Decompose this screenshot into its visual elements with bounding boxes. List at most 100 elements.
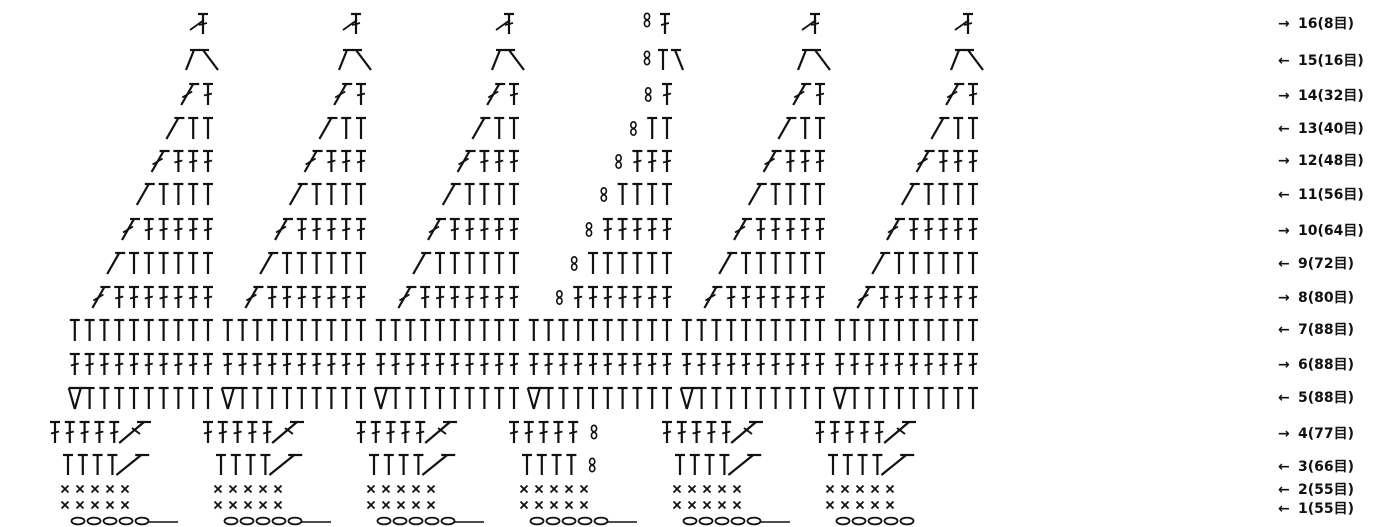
single-crochet-icon	[857, 486, 864, 493]
double-crochet-icon	[924, 320, 934, 341]
front-post-double-crochet-icon	[864, 354, 874, 375]
chain-stitch-icon	[885, 518, 898, 525]
front-post-double-crochet-icon	[312, 287, 322, 308]
edge-double-crochet-icon	[305, 151, 323, 172]
edge-double-crochet-icon	[245, 287, 263, 308]
double-crochet-icon	[479, 388, 489, 409]
slip-chain-icon	[644, 51, 649, 64]
front-post-double-crochet-icon	[70, 354, 80, 375]
double-crochet-icon	[658, 50, 668, 70]
edge-double-crochet-icon	[734, 219, 752, 240]
double-crochet-icon	[647, 184, 657, 205]
chain-stitch-icon	[378, 518, 391, 525]
double-crochet-icon	[246, 455, 256, 475]
front-post-double-crochet-icon	[203, 422, 213, 443]
double-crochet-icon	[566, 455, 576, 475]
front-post-double-crochet-icon	[938, 287, 948, 308]
edge-double-crochet-icon	[137, 184, 155, 205]
chain-stitch-icon	[136, 518, 149, 525]
single-crochet-icon	[734, 502, 741, 509]
double-crochet-icon	[938, 184, 948, 205]
single-crochet-icon	[872, 486, 879, 493]
front-post-double-crochet-icon	[356, 151, 366, 172]
arrow-right-icon: →	[1278, 16, 1298, 32]
front-post-double-crochet-icon	[435, 354, 445, 375]
double-crochet-icon	[203, 320, 213, 341]
single-crochet-icon	[368, 486, 375, 493]
front-post-double-crochet-icon	[341, 287, 351, 308]
single-crochet-icon	[536, 486, 543, 493]
front-post-double-crochet-icon	[159, 219, 169, 240]
edge-double-crochet-icon	[487, 84, 505, 105]
double-crochet-icon	[326, 320, 336, 341]
front-post-double-crochet-icon	[632, 219, 642, 240]
front-post-double-crochet-icon	[450, 219, 460, 240]
double-crochet-icon	[711, 320, 721, 341]
double-crochet-icon	[188, 118, 198, 139]
crochet-chart	[0, 0, 1275, 527]
chain-stitch-icon	[579, 518, 592, 525]
double-crochet-icon	[662, 184, 672, 205]
front-post-double-crochet-icon	[845, 422, 855, 443]
edge-double-crochet-icon	[749, 184, 767, 205]
front-post-double-crochet-icon	[371, 422, 381, 443]
front-post-double-crochet-icon	[938, 219, 948, 240]
double-crochet-icon	[647, 320, 657, 341]
front-post-double-crochet-icon	[662, 151, 672, 172]
single-crochet-icon	[827, 502, 834, 509]
double-crochet-icon	[544, 388, 554, 409]
chain-stitch-icon	[426, 518, 439, 525]
double-crochet-icon	[509, 320, 519, 341]
double-crochet-icon	[771, 253, 781, 274]
single-crochet-icon	[566, 486, 573, 493]
single-crochet-icon	[260, 486, 267, 493]
front-post-double-crochet-icon	[297, 287, 307, 308]
single-crochet-icon	[368, 502, 375, 509]
single-crochet-icon	[398, 502, 405, 509]
chain-stitch-icon	[289, 518, 302, 525]
edge-double-crochet-icon	[458, 151, 476, 172]
arrow-right-icon: →	[1278, 290, 1298, 306]
double-crochet-icon	[800, 118, 810, 139]
double-crochet-icon	[465, 388, 475, 409]
front-post-double-crochet-icon	[815, 422, 825, 443]
front-post-double-crochet-icon	[618, 354, 628, 375]
front-post-double-crochet-icon	[188, 287, 198, 308]
double-crochet-icon	[188, 253, 198, 274]
single-crochet-icon	[92, 486, 99, 493]
front-post-double-crochet-icon	[968, 287, 978, 308]
double-crochet-icon	[405, 320, 415, 341]
edge-double-crochet-icon	[764, 151, 782, 172]
edge-double-crochet-icon	[92, 287, 110, 308]
double-crochet-icon	[465, 253, 475, 274]
edge-double-crochet-icon	[472, 118, 490, 139]
double-crochet-icon	[603, 388, 613, 409]
front-post-double-crochet-icon	[203, 84, 213, 105]
single-crochet-icon	[857, 502, 864, 509]
single-crochet-icon	[872, 502, 879, 509]
double-crochet-icon	[326, 253, 336, 274]
arrow-left-icon: ←	[1278, 256, 1298, 272]
single-crochet-icon	[215, 486, 222, 493]
double-crochet-icon	[509, 118, 519, 139]
chain-stitch-icon	[410, 518, 423, 525]
double-crochet-icon	[267, 320, 277, 341]
double-crochet-icon	[800, 388, 810, 409]
double-crochet-icon	[953, 118, 963, 139]
double-crochet-icon	[494, 320, 504, 341]
edge-double-crochet-icon	[186, 50, 200, 70]
front-post-double-crochet-icon	[312, 219, 322, 240]
front-post-double-crochet-icon	[785, 219, 795, 240]
row-label: ←5(88目)	[1278, 387, 1354, 407]
row-label: →8(80目)	[1278, 287, 1354, 307]
single-crochet-icon	[260, 502, 267, 509]
double-crochet-icon	[312, 320, 322, 341]
double-crochet-icon	[144, 388, 154, 409]
chain-stitch-icon	[273, 518, 286, 525]
front-post-double-crochet-icon	[450, 354, 460, 375]
chain-stitch-icon	[700, 518, 713, 525]
edge-double-crochet-icon	[181, 84, 199, 105]
single-crochet-icon	[581, 502, 588, 509]
front-post-double-crochet-icon	[938, 151, 948, 172]
front-post-double-crochet-icon	[341, 151, 351, 172]
